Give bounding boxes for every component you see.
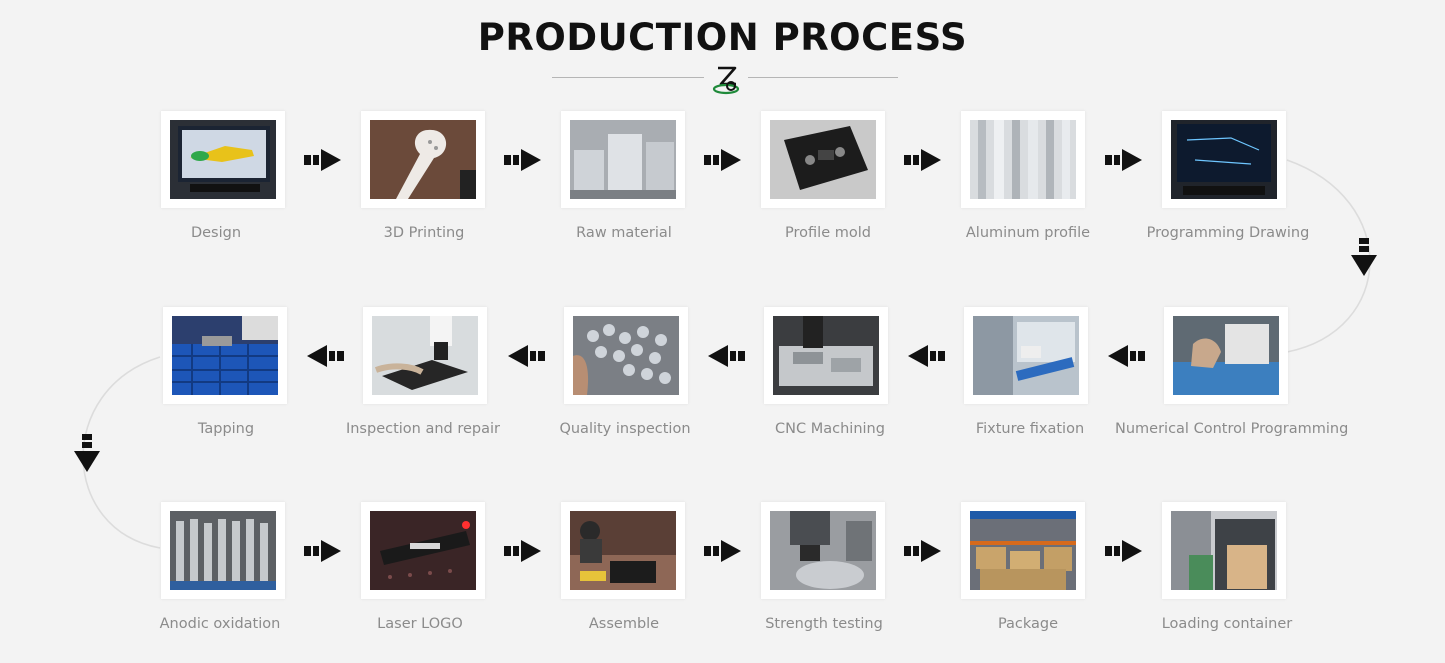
process-step-card [161, 111, 285, 208]
flow-arrow-left-icon [506, 345, 546, 367]
process-step-label: Fixture fixation [975, 421, 1085, 437]
process-step-label: Loading container [1161, 616, 1293, 632]
process-step-label: Strength testing [765, 616, 883, 632]
process-step-label: Programming Drawing [1146, 225, 1310, 241]
process-step-label: Numerical Control Programming [1115, 421, 1349, 437]
process-step-card [964, 307, 1088, 404]
process-step-card [961, 502, 1085, 599]
flow-arrow-right-icon [703, 149, 743, 171]
flow-arrow-right-icon [303, 149, 343, 171]
process-step-label: Raw material [576, 225, 672, 241]
step-photo [1171, 511, 1277, 590]
step-photo [170, 511, 276, 590]
flow-arrow-left-icon [906, 345, 946, 367]
process-step-card [361, 111, 485, 208]
step-photo [570, 120, 676, 199]
title-rule-left [552, 77, 704, 78]
step-photo [770, 120, 876, 199]
page-title: PRODUCTION PROCESS [477, 16, 968, 59]
flow-arrow-down-icon [1351, 238, 1377, 278]
step-photo [370, 511, 476, 590]
flow-arrow-right-icon [503, 149, 543, 171]
process-step-card [761, 111, 885, 208]
process-step-label: Anodic oxidation [159, 616, 281, 632]
step-photo [970, 511, 1076, 590]
step-photo [973, 316, 1079, 395]
process-step-card [363, 307, 487, 404]
process-step-card [1162, 111, 1286, 208]
step-photo [570, 511, 676, 590]
process-step-card [361, 502, 485, 599]
process-step-label: Laser LOGO [377, 616, 463, 632]
process-step-label: Assemble [588, 616, 660, 632]
process-step-label: Tapping [197, 421, 255, 437]
flow-arrow-right-icon [703, 540, 743, 562]
process-step-card [564, 307, 688, 404]
process-step-label: CNC Machining [775, 421, 885, 437]
step-photo [172, 316, 278, 395]
process-step-label: Package [997, 616, 1059, 632]
title-rule-right [748, 77, 898, 78]
process-step-card [961, 111, 1085, 208]
step-photo [770, 511, 876, 590]
step-photo [773, 316, 879, 395]
process-step-card [561, 502, 685, 599]
flow-arrow-left-icon [706, 345, 746, 367]
flow-arrow-left-icon [305, 345, 345, 367]
process-step-card [1164, 307, 1288, 404]
process-step-label: Profile mold [785, 225, 871, 241]
process-step-label: Inspection and repair [345, 421, 501, 437]
step-photo [372, 316, 478, 395]
flow-arrow-right-icon [903, 540, 943, 562]
process-step-card [1162, 502, 1286, 599]
process-step-card [161, 502, 285, 599]
flow-arrow-down-icon [74, 434, 100, 474]
step-photo [1171, 120, 1277, 199]
step-photo [970, 120, 1076, 199]
flow-arrow-left-icon [1106, 345, 1146, 367]
process-step-label: Quality inspection [559, 421, 691, 437]
flow-arrow-right-icon [303, 540, 343, 562]
flow-arrow-right-icon [1104, 540, 1144, 562]
process-step-label: 3D Printing [383, 225, 465, 241]
process-step-card [764, 307, 888, 404]
step-photo [370, 120, 476, 199]
process-step-card [163, 307, 287, 404]
process-step-card [761, 502, 885, 599]
flow-arrow-right-icon [903, 149, 943, 171]
process-step-card [561, 111, 685, 208]
flow-arrow-right-icon [503, 540, 543, 562]
step-photo [573, 316, 679, 395]
step-photo [1173, 316, 1279, 395]
flow-arrow-right-icon [1104, 149, 1144, 171]
process-step-label: Aluminum profile [965, 225, 1091, 241]
process-step-label: Design [190, 225, 242, 241]
zo-logo-icon [709, 62, 743, 96]
step-photo [170, 120, 276, 199]
